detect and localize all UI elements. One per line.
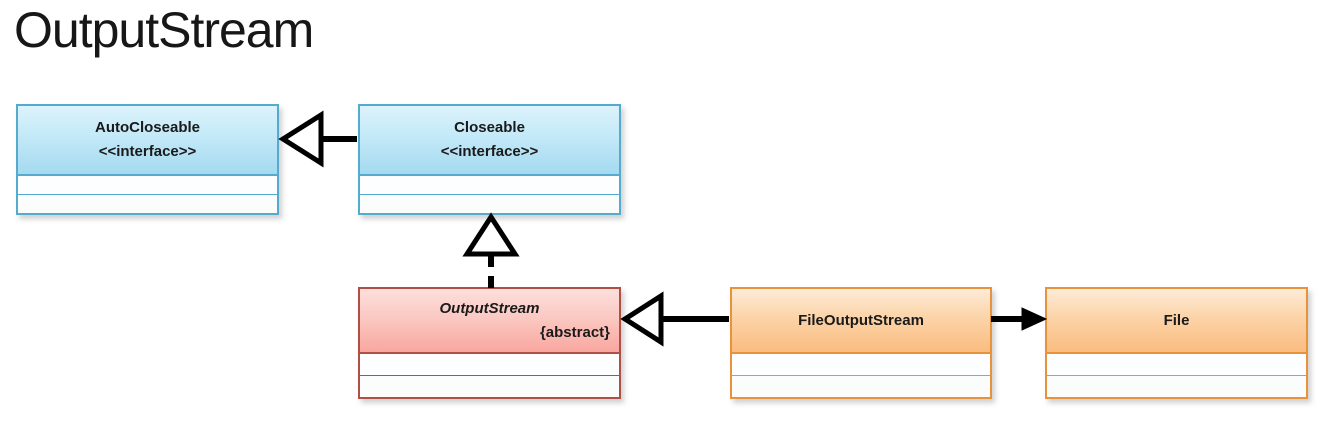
- class-name-closeable: Closeable: [454, 119, 525, 136]
- class-header-outputstream: OutputStream {abstract}: [360, 289, 619, 354]
- class-box-outputstream: OutputStream {abstract}: [358, 287, 621, 399]
- class-stereotype-closeable: <<interface>>: [440, 143, 539, 160]
- class-name-outputstream: OutputStream: [439, 299, 540, 317]
- attributes-compartment: [360, 354, 619, 375]
- class-name-fileoutputstream: FileOutputStream: [798, 311, 924, 329]
- class-header-autocloseable: AutoCloseable <<interface>>: [18, 106, 277, 176]
- realization-arrow-outputstream-to-closeable: [462, 212, 520, 288]
- class-stereotype-autocloseable: <<interface>>: [98, 143, 197, 160]
- class-modifier-abstract: {abstract}: [539, 323, 610, 341]
- operations-compartment: [18, 194, 277, 213]
- class-header-fileoutputstream: FileOutputStream: [732, 289, 990, 354]
- generalization-arrow-closeable-to-autocloseable: [278, 110, 357, 168]
- class-box-autocloseable: AutoCloseable <<interface>>: [16, 104, 279, 215]
- attributes-compartment: [1047, 354, 1306, 375]
- generalization-arrow-fileoutputstream-to-outputstream: [620, 291, 729, 347]
- operations-compartment: [732, 375, 990, 397]
- attributes-compartment: [732, 354, 990, 375]
- association-arrow-fileoutputstream-to-file: [991, 307, 1048, 331]
- page-title: OutputStream: [14, 2, 314, 58]
- class-box-closeable: Closeable <<interface>>: [358, 104, 621, 215]
- class-name-file: File: [1163, 311, 1190, 329]
- class-box-file: File: [1045, 287, 1308, 399]
- class-header-closeable: Closeable <<interface>>: [360, 106, 619, 176]
- attributes-compartment: [18, 176, 277, 194]
- class-box-fileoutputstream: FileOutputStream: [730, 287, 992, 399]
- operations-compartment: [1047, 375, 1306, 397]
- attributes-compartment: [360, 176, 619, 194]
- class-header-file: File: [1047, 289, 1306, 354]
- operations-compartment: [360, 194, 619, 213]
- class-name-autocloseable: AutoCloseable: [94, 119, 200, 136]
- operations-compartment: [360, 375, 619, 397]
